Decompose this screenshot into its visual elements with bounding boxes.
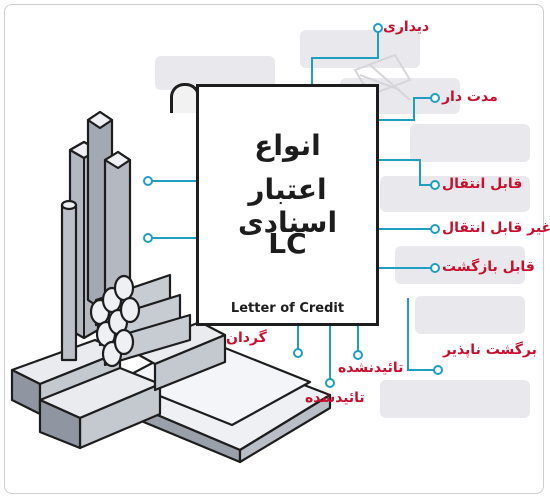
label-ghabel-bazgasht: قابل بازگشت xyxy=(442,259,535,275)
document-subtitle: Letter of Credit xyxy=(230,301,345,316)
connector-dots xyxy=(143,23,443,388)
document-title-line-1: انواع xyxy=(254,129,321,162)
steel-products-illustration xyxy=(10,110,332,464)
document-title-line-3: LC xyxy=(268,227,307,260)
label-taeed-shode: تائیدشده xyxy=(305,390,365,406)
label-bazgasht-napazir: برگشت ناپذیر xyxy=(443,342,537,358)
diagram-frame xyxy=(4,4,544,494)
label-didari: دیداری xyxy=(383,19,430,35)
connector-lines xyxy=(150,30,436,380)
document-title-line-2: اعتبار اسنادی xyxy=(237,173,338,239)
letter-of-credit-document: انواع اعتبار اسنادی LC Letter of Credit xyxy=(196,84,379,326)
label-ghabel-enteghal: قابل انتقال xyxy=(442,176,523,192)
label-gardan: گردان xyxy=(226,330,267,346)
label-gheir-ghabel-enteghal: غیر قابل انتقال xyxy=(442,220,550,236)
label-moddat-dar: مدت دار xyxy=(442,89,498,105)
label-taeed-nashode: تائیدنشده xyxy=(338,360,404,376)
